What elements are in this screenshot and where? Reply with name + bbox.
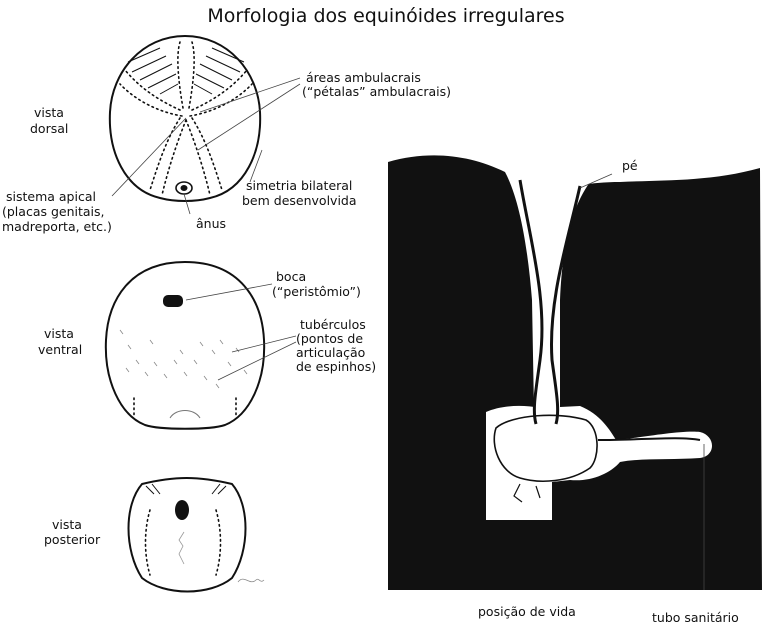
ambulacral-petals: [119, 41, 253, 196]
tube-foot-right: [549, 185, 582, 425]
posterior-view-test: [127, 477, 265, 593]
sediment-block: [388, 155, 762, 591]
apical-system-label: sistema apical (placas genitais, madrepo…: [2, 189, 112, 234]
ventral-view-test: [104, 260, 266, 430]
tubercles: [119, 329, 248, 389]
mouth-label: boca (“peristômio”): [272, 269, 361, 299]
life-position-label: posição de vida: [478, 604, 576, 619]
bilateral-symmetry-label: simetria bilateral bem desenvolvida: [242, 178, 357, 208]
ventral-view-label: vista ventral: [38, 326, 82, 357]
posterior-anus: [175, 500, 189, 520]
dorsal-view-label: vista dorsal: [30, 105, 68, 136]
posterior-view-label: vista posterior: [44, 517, 101, 547]
life-position-illustration: [388, 155, 762, 591]
sanitary-tube: [597, 437, 701, 441]
diagram-title: Morfologia dos equinóides irregulares: [207, 5, 564, 27]
foot-label: pé: [622, 158, 638, 173]
peristome-mouth: [163, 295, 183, 307]
sanitary-tube-label: tubo sanitário: [652, 610, 739, 625]
tube-foot-left: [518, 179, 544, 425]
anus-label: ânus: [196, 216, 226, 231]
tubercles-label: tubérculos (pontos de articulação de esp…: [296, 317, 376, 374]
anus-pore: [180, 185, 188, 191]
ambulacral-areas-label: áreas ambulacrais (“pétalas” ambulacrais…: [302, 70, 451, 99]
buried-echinoid: [493, 414, 598, 482]
artist-signature: [237, 578, 265, 583]
respiratory-funnel: [505, 172, 590, 410]
